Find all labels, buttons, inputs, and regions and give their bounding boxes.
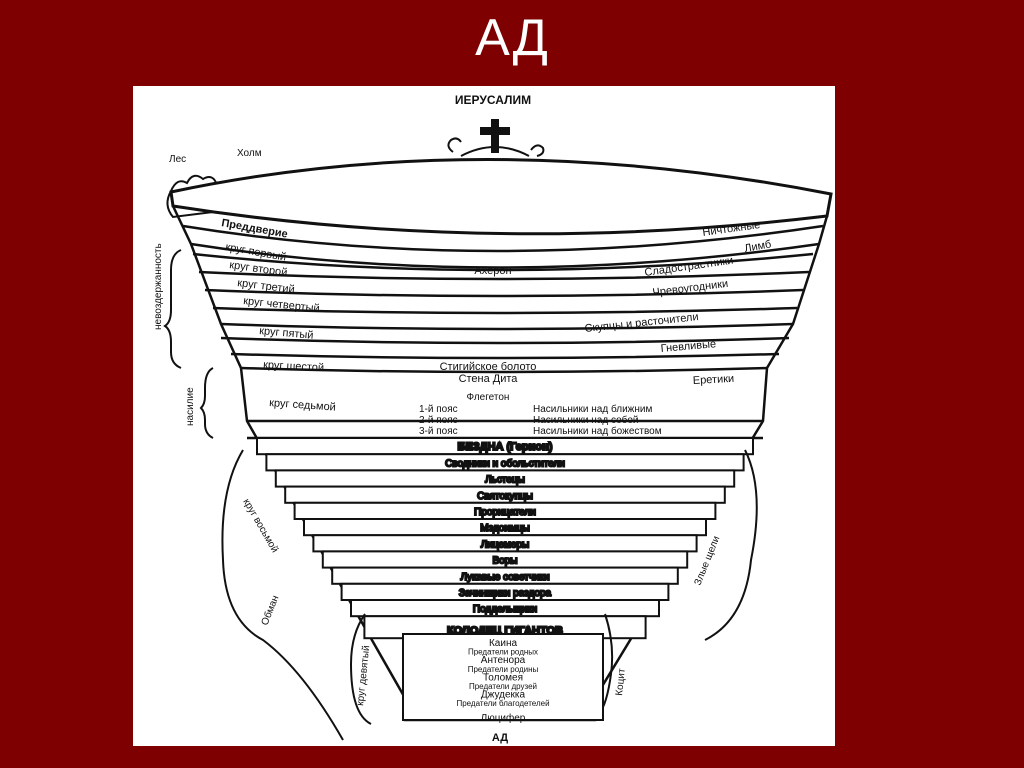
church-icon — [447, 119, 545, 157]
belt-name-1: 1-й пояс — [419, 404, 458, 415]
bolgia-label-4: Прорицатели — [474, 507, 536, 518]
cocytus-label-9: Люцифер — [481, 712, 526, 724]
belt-name-3: 3-й пояс — [419, 426, 458, 437]
bolgia-label-9: Зачинщики раздора — [459, 588, 552, 599]
abyss-label: БЕЗДНА (Герион) — [458, 441, 553, 453]
side-braces — [163, 249, 758, 741]
circle-sinners-4: Скупцы и расточители — [584, 311, 699, 335]
circle-label-6: круг шестой — [263, 359, 325, 374]
malebolge-steps: БЕЗДНА (Герион) Сводники и обольстителиЛь… — [256, 437, 754, 640]
circle-sinners-5: Гневливые — [660, 338, 716, 355]
circle-seventh-label: круг седьмой — [269, 397, 336, 414]
cocytus-label-3: Антенора — [481, 655, 526, 666]
bolgia-label-6: Лицемеры — [481, 539, 530, 550]
cocytus-label-4: Предатели родины — [468, 665, 539, 674]
fraud-label: Обман — [259, 594, 282, 627]
circle-sinners-1: Лимб — [743, 238, 772, 255]
bolgia-label-3: Святокупцы — [477, 491, 533, 502]
cocytus-block — [402, 633, 604, 721]
dis-label: Стена Дита — [459, 373, 519, 385]
cocytus-label-7: Джудекка — [481, 690, 526, 701]
violence-label: насилие — [185, 387, 196, 426]
phlegethon-label: Флегетон — [467, 392, 510, 403]
circle-sinners-6: Еретики — [693, 373, 735, 387]
slide-title: АД — [475, 9, 549, 67]
circle-label-5: круг пятый — [259, 325, 314, 342]
ninth-circle-label: круг девятый — [355, 645, 372, 706]
styx-label: Стигийское болото — [440, 361, 537, 373]
cocytus-label-6: Предатели друзей — [469, 682, 537, 691]
bolgia-label-5: Мздоимцы — [480, 523, 529, 534]
circle-sinners-3: Чревоугодники — [652, 278, 729, 299]
eighth-circle-label: круг восьмой — [240, 497, 280, 555]
circle-label-4: круг четвертый — [243, 295, 321, 315]
cocytus-label-2: Предатели родных — [468, 648, 538, 657]
belt-desc-3: Насильники над божеством — [533, 425, 662, 437]
bolgia-label-1: Сводники и обольстители — [445, 457, 565, 469]
cocytus-label-5: Толомея — [483, 672, 523, 683]
jerusalem-label: ИЕРУСАЛИМ — [455, 93, 531, 107]
forest-label: Лес — [169, 154, 186, 165]
bolgia-label-2: Льстецы — [485, 475, 525, 486]
bolgia-label-7: Воры — [493, 556, 518, 567]
cocytus-label-8: Предатели благодетелей — [456, 699, 549, 708]
belt-name-2: 2-й пояс — [419, 415, 458, 426]
hill-label: Холм — [237, 148, 262, 159]
acheron-label: Ахерон — [474, 265, 511, 277]
cocytus-label-1: Каина — [489, 638, 517, 649]
bolgia-label-8: Лукавые советчики — [460, 572, 549, 583]
belt-desc-1: Насильники над ближним — [533, 403, 652, 415]
hell-diagram-svg: БЕЗДНА (Герион) Сводники и обольстителиЛь… — [153, 93, 833, 744]
incontinence-label: невоздержанность — [153, 243, 164, 330]
cocytus-side-label: Коцит — [614, 668, 628, 697]
hell-bottom-label: АД — [492, 732, 508, 744]
belt-desc-2: Насильники над собой — [533, 414, 639, 426]
bolgia-label-10: Поддельщики — [473, 604, 537, 615]
